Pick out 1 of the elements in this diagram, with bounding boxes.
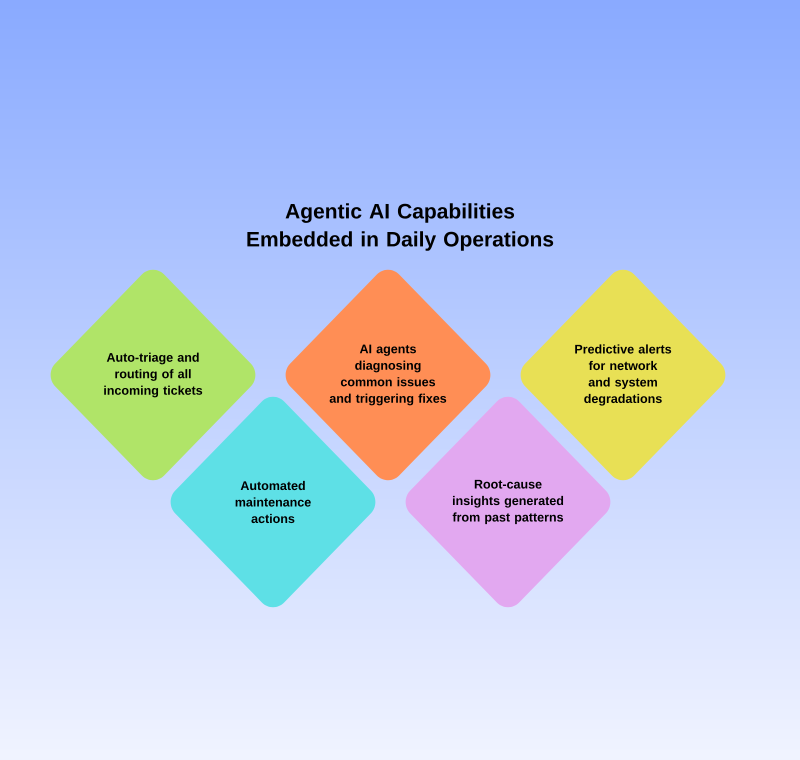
title: Agentic AI Capabilities Embedded in Daily Operations: [247, 203, 554, 251]
